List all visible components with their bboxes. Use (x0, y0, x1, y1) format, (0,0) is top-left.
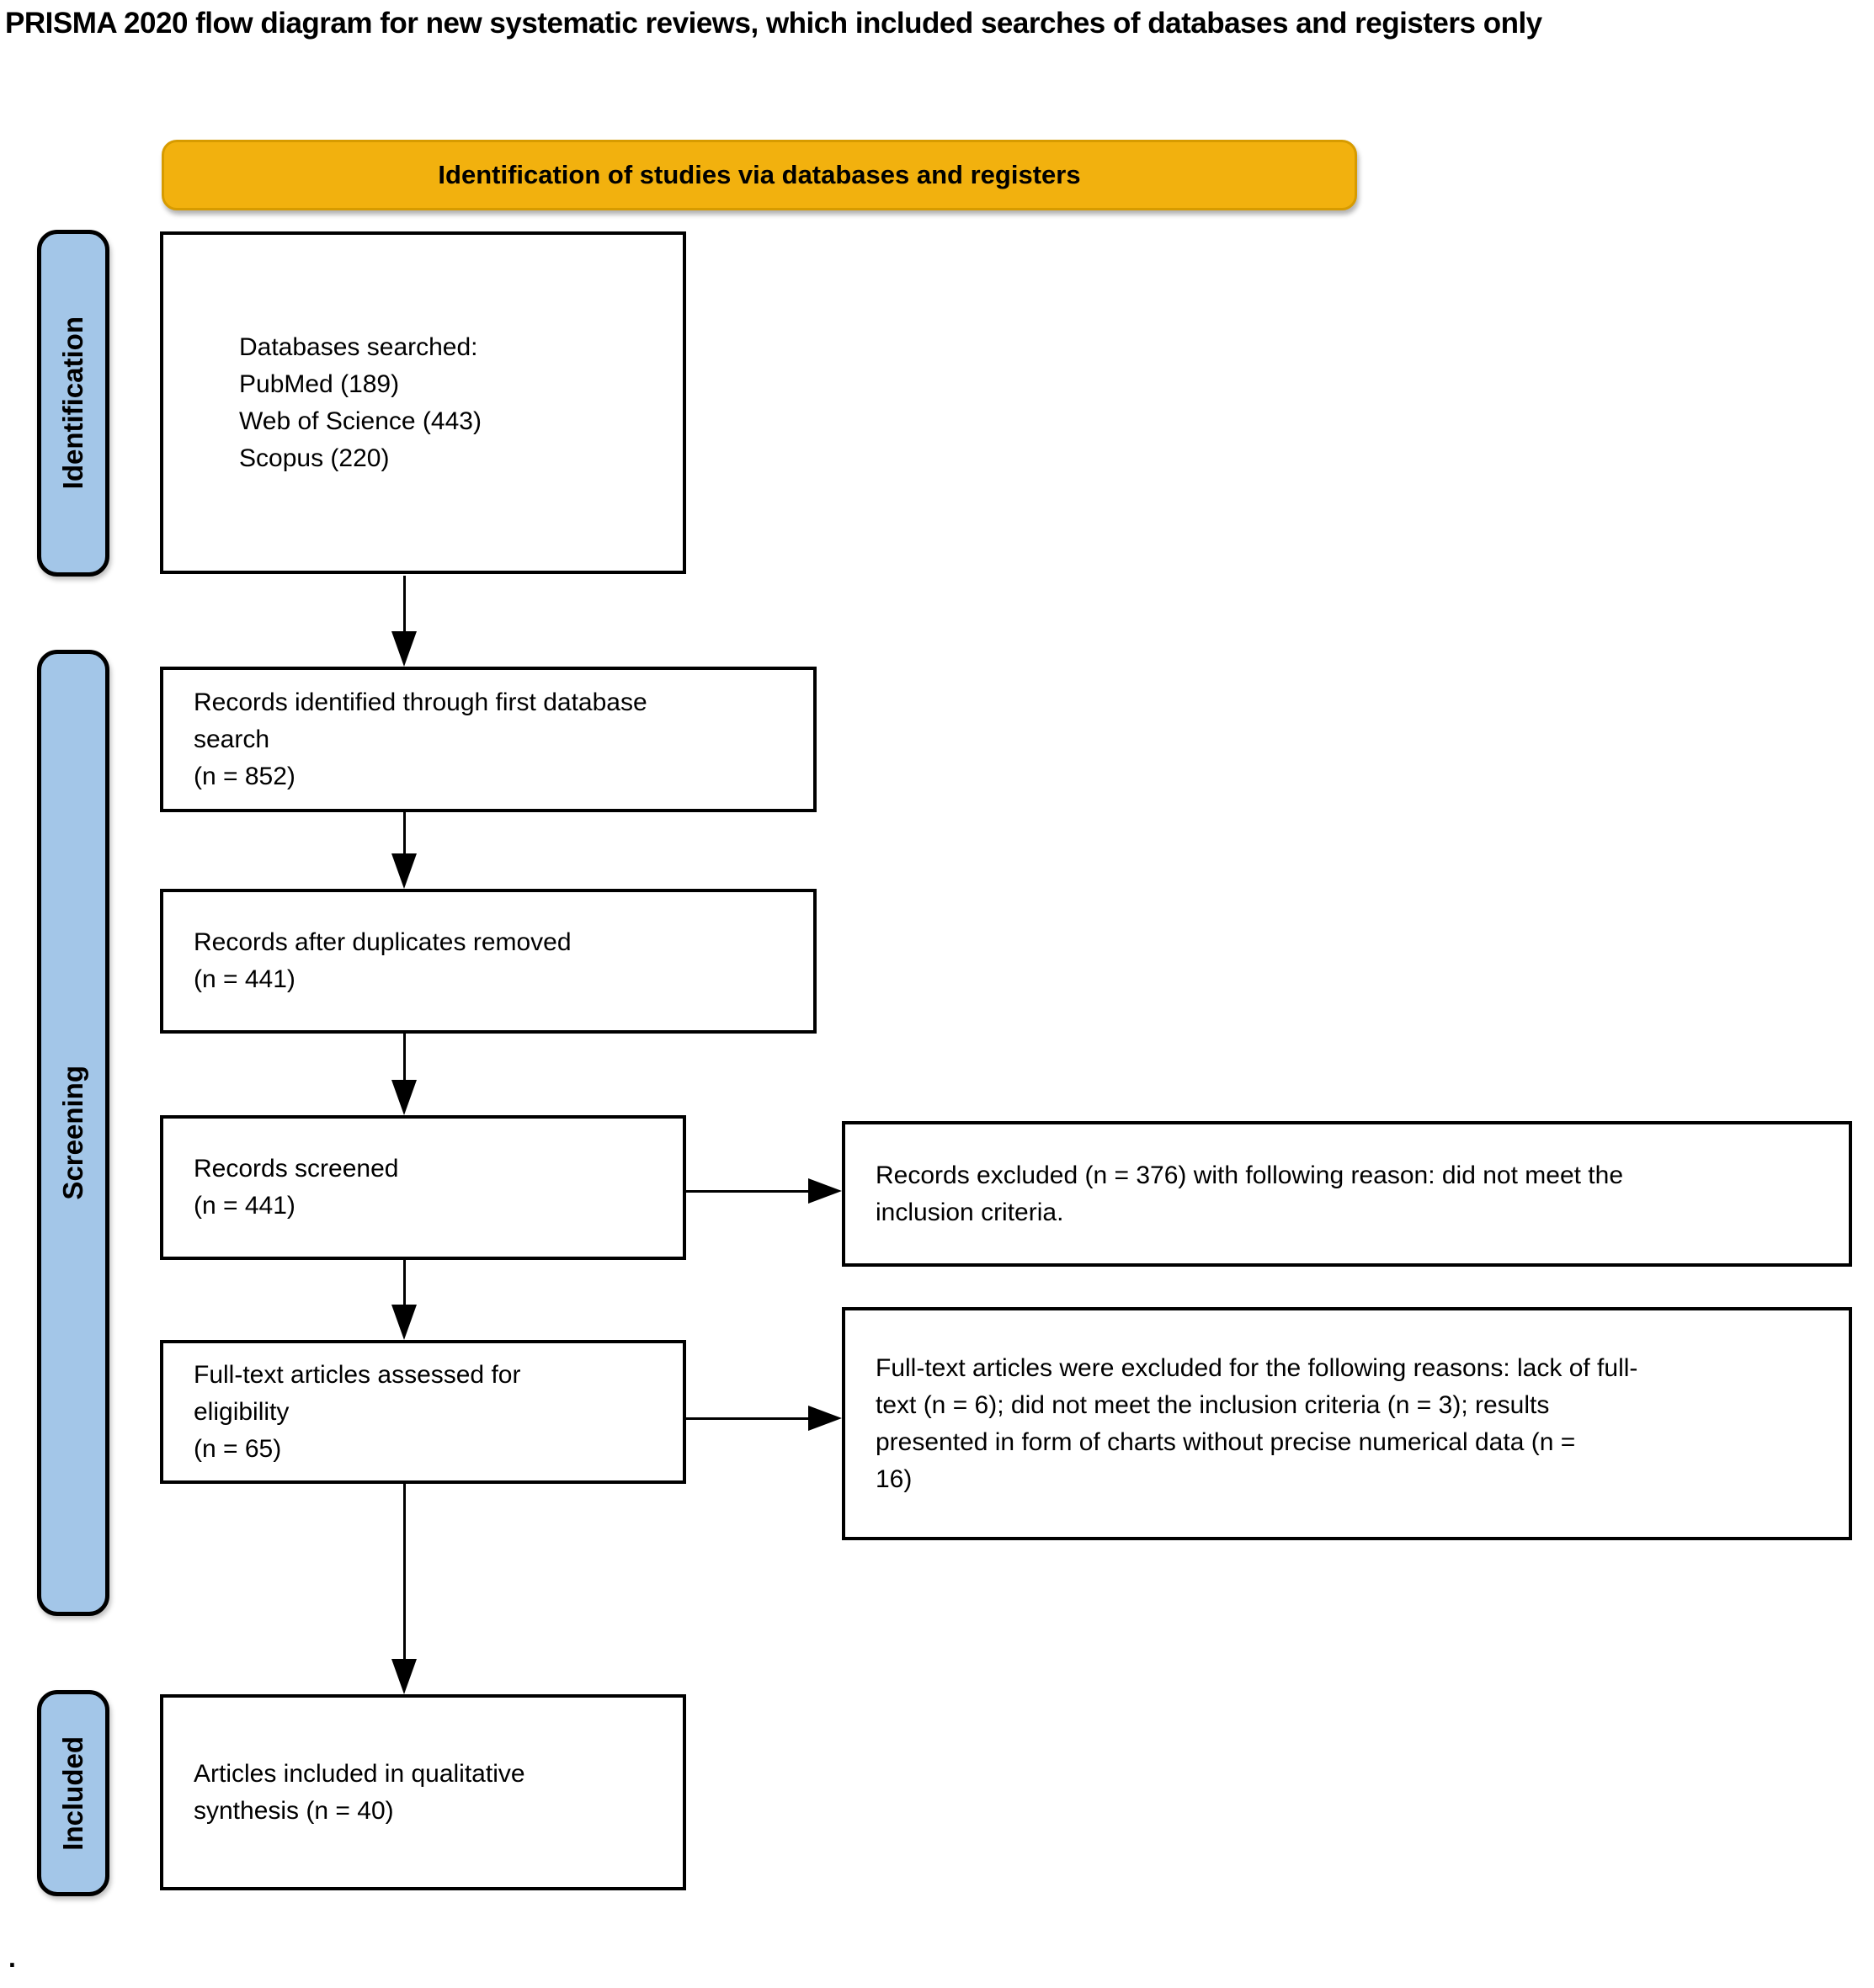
box-records-screened-text: Records screened (n = 441) (194, 1155, 399, 1220)
connector-line-included (403, 1484, 406, 1659)
header-banner: Identification of studies via databases … (162, 140, 1357, 210)
connector-line-identified (403, 576, 406, 631)
stage-label-identification: Identification (57, 316, 88, 490)
box-records-identified-text: Records identified through first databas… (194, 688, 647, 790)
arrow-down-fulltext-icon (391, 1305, 417, 1340)
page-title: PRISMA 2020 flow diagram for new systema… (5, 7, 1542, 40)
arrow-down-included-icon (391, 1659, 417, 1694)
connector-line-fulltext-excluded (686, 1417, 808, 1420)
box-fulltext-assessed: Full-text articles assessed for eligibil… (160, 1340, 686, 1484)
stage-bar-identification: Identification (37, 230, 109, 577)
stage-bar-screening: Screening (37, 650, 109, 1616)
arrow-right-fulltext-excluded-icon (808, 1406, 842, 1431)
box-records-screened: Records screened (n = 441) (160, 1115, 686, 1260)
box-fulltext-assessed-text: Full-text articles assessed for eligibil… (194, 1360, 521, 1463)
arrow-down-identified-icon (391, 631, 417, 667)
box-databases-searched: Databases searched: PubMed (189) Web of … (160, 231, 686, 574)
box-fulltext-excluded: Full-text articles were excluded for the… (842, 1307, 1852, 1540)
connector-line-fulltext (403, 1260, 406, 1305)
box-records-excluded-text: Records excluded (n = 376) with followin… (876, 1161, 1624, 1226)
stage-label-screening: Screening (57, 1066, 88, 1200)
stage-bar-included: Included (37, 1690, 109, 1896)
connector-line-screened (403, 1034, 406, 1080)
box-records-identified: Records identified through first databas… (160, 667, 817, 812)
box-fulltext-excluded-text: Full-text articles were excluded for the… (876, 1353, 1638, 1493)
connector-line-duplicates (403, 812, 406, 853)
box-records-excluded: Records excluded (n = 376) with followin… (842, 1121, 1852, 1267)
box-articles-included-text: Articles included in qualitative synthes… (194, 1759, 525, 1825)
box-articles-included: Articles included in qualitative synthes… (160, 1694, 686, 1890)
box-duplicates-removed: Records after duplicates removed (n = 44… (160, 889, 817, 1034)
arrow-down-duplicates-icon (391, 853, 417, 889)
footer-period: . (8, 1943, 16, 1973)
box-databases-searched-text: Databases searched: PubMed (189) Web of … (239, 332, 482, 472)
stage-label-included: Included (57, 1736, 88, 1851)
connector-line-records-excluded (686, 1190, 808, 1193)
header-banner-label: Identification of studies via databases … (438, 160, 1081, 189)
box-duplicates-removed-text: Records after duplicates removed (n = 44… (194, 928, 572, 993)
arrow-right-records-excluded-icon (808, 1178, 842, 1204)
arrow-down-screened-icon (391, 1080, 417, 1115)
